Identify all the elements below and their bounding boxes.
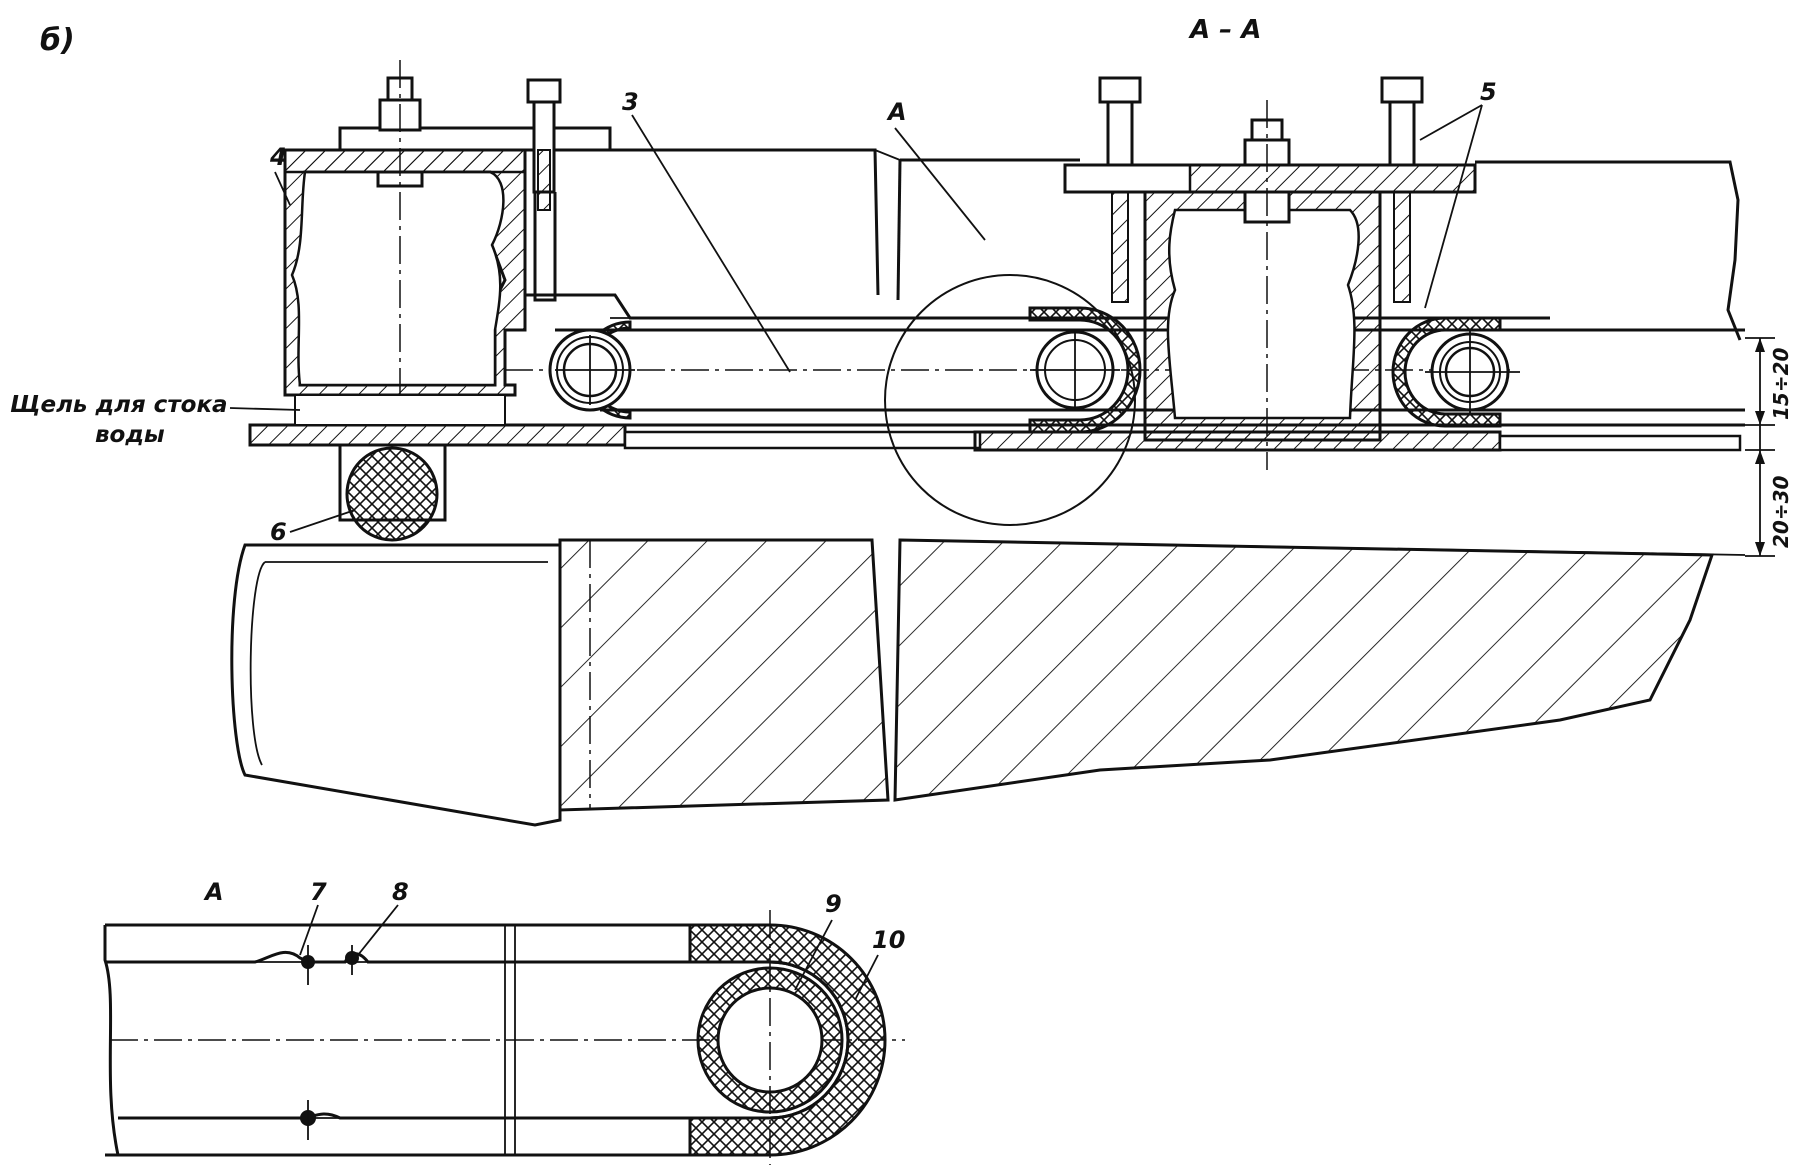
- stud-left: [526, 78, 562, 302]
- bottom-plate: [248, 394, 1742, 452]
- detail-view-label: А: [203, 878, 224, 906]
- tube-seal-right: [1391, 316, 1520, 428]
- callout-4: 4: [269, 143, 287, 171]
- dimension-upper: 15÷20: [1769, 347, 1793, 420]
- bolt-nut-left: [376, 60, 424, 420]
- callout-10: 10: [872, 926, 905, 954]
- callout-8: 8: [392, 878, 409, 906]
- callout-a-leader: А: [886, 98, 907, 126]
- detail-circle-a: [884, 274, 1136, 526]
- callout-5: 5: [1480, 78, 1497, 106]
- slot-note-line1: Щель для стока: [10, 392, 228, 418]
- stud-middle: [1098, 76, 1142, 303]
- callout-6: 6: [270, 518, 287, 546]
- detail-view-a: А 7 8 9 10: [103, 878, 905, 1165]
- dimension-group: 15÷20 20÷30: [1745, 337, 1793, 557]
- lower-concrete: [230, 538, 1746, 827]
- section-title: А – А: [1188, 15, 1261, 45]
- callouts: 4 3 А 5 6 Щель для стока воды: [10, 78, 1497, 546]
- channel-profile-right: [1063, 100, 1477, 470]
- slot-note-line2: воды: [95, 422, 165, 448]
- dimension-lower: 20÷30: [1769, 475, 1793, 548]
- callout-9: 9: [825, 890, 842, 918]
- callout-3: 3: [622, 88, 639, 116]
- seal-6: [338, 445, 447, 542]
- callout-7: 7: [310, 878, 327, 906]
- tube-seal-left: [548, 320, 635, 420]
- top-structure: [248, 60, 1745, 542]
- tube-seal-middle: [1028, 306, 1142, 434]
- stud-right: [1380, 76, 1424, 303]
- panel-label: б): [40, 23, 75, 58]
